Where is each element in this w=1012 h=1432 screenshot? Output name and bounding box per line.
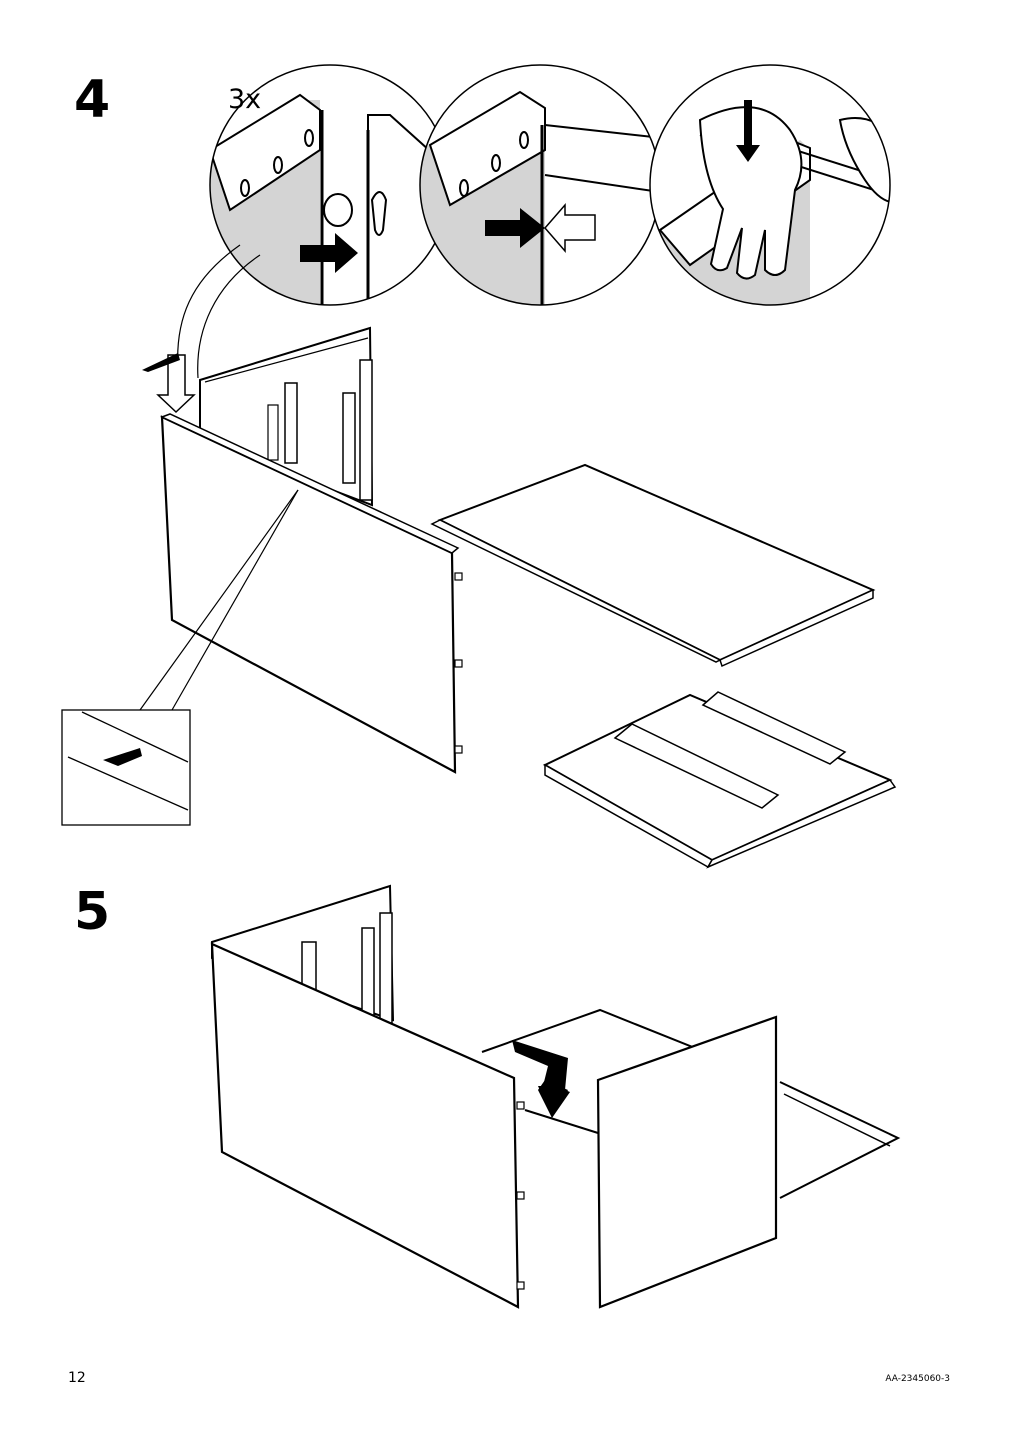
- insertion-arrow: [142, 353, 196, 414]
- shelf-panel: [481, 1008, 901, 1199]
- step-5-number: 5: [74, 882, 111, 942]
- top-panel: [430, 463, 876, 668]
- quantity-label: 3x: [228, 84, 262, 115]
- bottom-panel: [542, 691, 897, 869]
- zoom-detail-box: [61, 709, 191, 826]
- page-number: 12: [68, 1370, 86, 1386]
- insert-shelf-arrow: [512, 1040, 570, 1118]
- document-code: AA-2345060-3: [885, 1374, 950, 1384]
- assembled-frame: [210, 884, 525, 1309]
- back-panel: [199, 326, 374, 507]
- detail-circle-join-panels: [419, 64, 661, 306]
- side-panel: [160, 413, 463, 774]
- front-side-panel: [596, 1015, 778, 1309]
- step-4-number: 4: [74, 70, 111, 130]
- detail-circle-press-down: [649, 64, 891, 306]
